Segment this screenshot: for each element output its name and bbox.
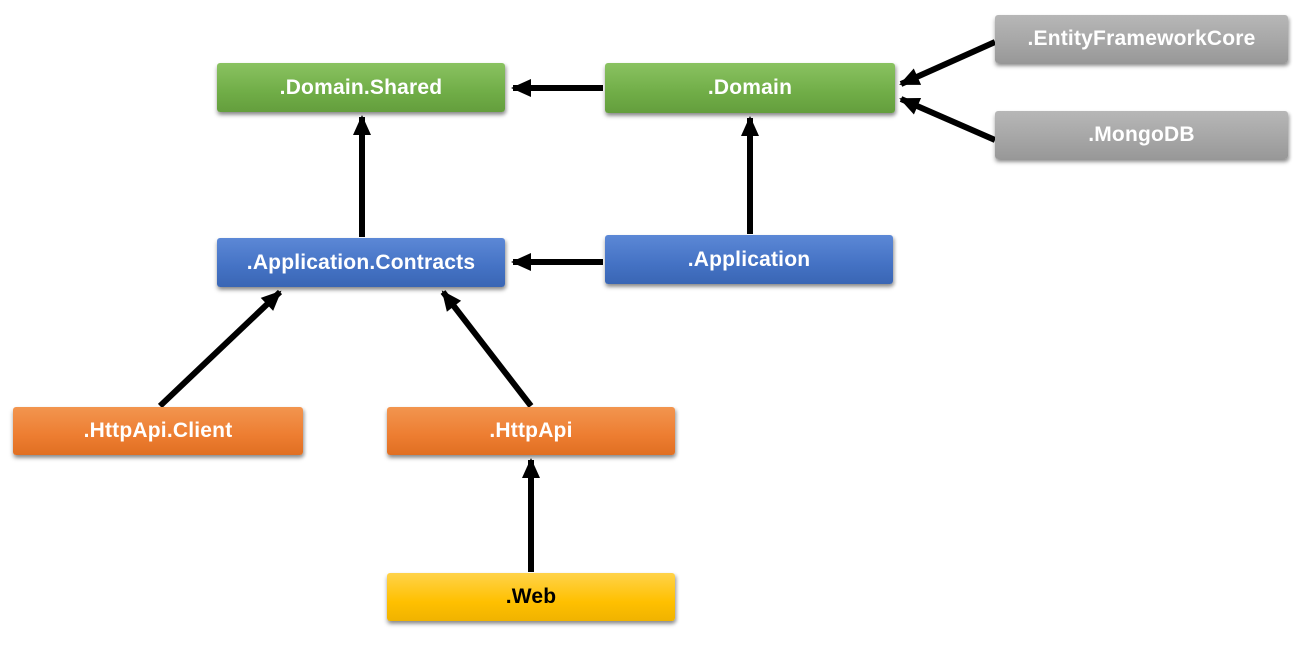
node-mongodb: .MongoDB [995,111,1288,159]
node-web: .Web [387,573,675,621]
node-domain: .Domain [605,63,895,113]
node-application-contracts: .Application.Contracts [217,238,505,287]
edge-entityframeworkcore-to-domain [899,39,997,87]
edge-httpapi-client-to-application-contracts [157,289,283,409]
edge-mongodb-to-domain [899,96,997,143]
node-application: .Application [605,235,893,284]
edge-httpapi-to-application-contracts [440,290,534,408]
node-httpapi: .HttpApi [387,407,675,455]
node-entity-framework-core: .EntityFrameworkCore [995,15,1288,63]
node-domain-shared: .Domain.Shared [217,63,505,112]
node-httpapi-client: .HttpApi.Client [13,407,303,455]
